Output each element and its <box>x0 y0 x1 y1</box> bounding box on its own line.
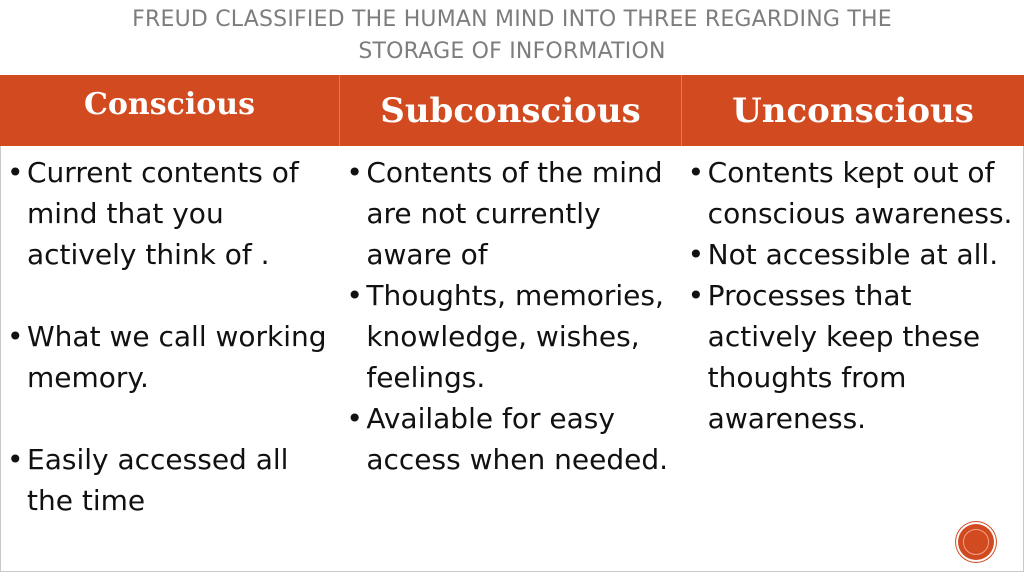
bullet-icon: • <box>687 238 705 271</box>
bullet-icon: • <box>346 156 363 189</box>
list-item: • Thoughts, memories, knowledge, wishes,… <box>346 275 681 398</box>
bullet-text: Thoughts, memories, knowledge, wishes, f… <box>366 279 664 394</box>
list-item: • Not accessible at all. <box>688 234 1023 275</box>
bullet-text: Available for easy access when needed. <box>366 402 668 476</box>
bullet-text: Current contents of mind that you active… <box>27 156 299 271</box>
badge-ring <box>963 529 989 555</box>
bullet-icon: • <box>346 402 363 435</box>
bullet-icon: • <box>687 279 705 312</box>
list-item: • Processes that actively keep these tho… <box>688 275 1023 439</box>
column-subconscious: • Contents of the mind are not currently… <box>340 146 681 571</box>
slide-title-line-1: FREUD CLASSIFIED THE HUMAN MIND INTO THR… <box>132 7 892 32</box>
bullet-icon: • <box>346 279 363 312</box>
list-item: • Easily accessed all the time <box>7 439 340 521</box>
slide-title: FREUD CLASSIFIED THE HUMAN MIND INTO THR… <box>0 4 1024 68</box>
header-subconscious: Subconscious <box>340 75 682 146</box>
table-body-row: • Current contents of mind that you acti… <box>0 146 1024 572</box>
list-item: • Contents of the mind are not currently… <box>346 152 681 275</box>
column-unconscious: • Contents kept out of conscious awarene… <box>682 146 1023 571</box>
column-conscious: • Current contents of mind that you acti… <box>1 146 340 571</box>
list-item: • Available for easy access when needed. <box>346 398 681 480</box>
bullet-icon: • <box>687 156 705 189</box>
bullet-text: Not accessible at all. <box>707 238 999 271</box>
circle-badge-icon <box>958 524 994 560</box>
list-item: • Contents kept out of conscious awarene… <box>688 152 1023 234</box>
table-header-row: Conscious Subconscious Unconscious <box>0 75 1024 146</box>
bullet-icon: • <box>7 443 24 476</box>
bullet-text: What we call working memory. <box>27 320 327 394</box>
header-unconscious: Unconscious <box>732 90 974 131</box>
bullet-text: Easily accessed all the time <box>27 443 289 517</box>
bullet-icon: • <box>7 156 24 189</box>
list-item: • Current contents of mind that you acti… <box>7 152 340 275</box>
bullet-text: Contents kept out of conscious awareness… <box>707 156 1013 230</box>
slide-title-line-2: STORAGE OF INFORMATION <box>358 39 666 64</box>
bullet-icon: • <box>7 320 24 353</box>
bullet-text: Processes that actively keep these thoug… <box>707 279 981 435</box>
list-item: • What we call working memory. <box>7 316 340 398</box>
header-conscious: Conscious <box>0 75 340 146</box>
comparison-table: Conscious Subconscious Unconscious • Cur… <box>0 75 1024 574</box>
bullet-text: Contents of the mind are not currently a… <box>366 156 663 271</box>
